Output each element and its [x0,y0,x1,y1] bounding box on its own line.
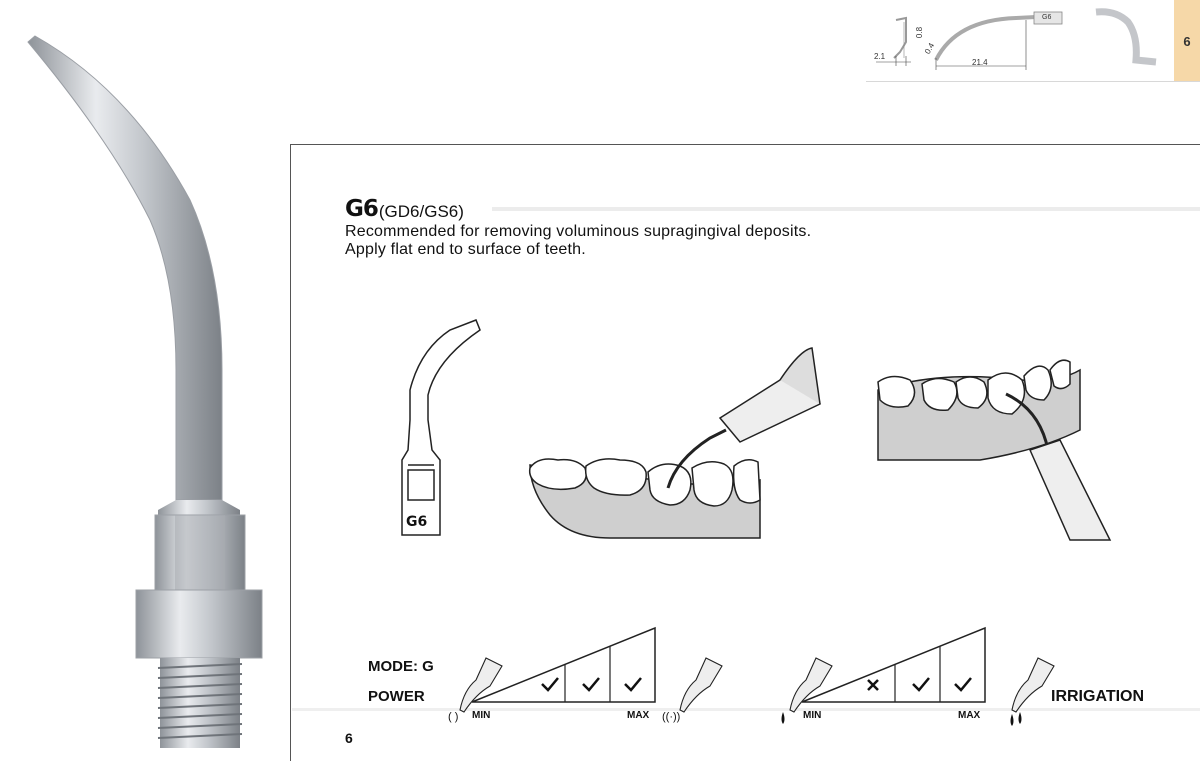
content-frame [290,144,1200,761]
tip-engraving: G6 [406,514,427,530]
dim-length: 21.4 [972,58,988,67]
check-icon [912,677,930,692]
usage-illustrations: G6 [401,319,1112,541]
page-number: 6 [345,730,353,746]
tip-drawing [401,319,481,536]
irrigation-min-label: MIN [803,710,822,721]
scaler-tip-photo [27,35,263,748]
description-line-1: Recommended for removing voluminous supr… [345,223,812,240]
handpiece-icon [789,657,1055,713]
power-label: POWER [368,688,425,705]
power-scale: ( ) ((·)) [448,626,723,723]
product-code: G6 [345,196,379,222]
irrigation-marks [867,677,972,692]
irrigation-scale [781,626,1055,726]
cross-icon [867,679,879,691]
check-icon [954,677,972,692]
vibration-high-icon: ((·)) [662,711,680,723]
spec-tip-label: G6 [1042,14,1052,21]
spec-divider [866,81,1200,82]
bottom-divider [292,708,1200,711]
upper-teeth-scaling-drawing [877,359,1112,541]
check-icon [624,677,642,692]
lower-teeth-scaling-drawing [528,347,821,539]
water-drop-icon [781,712,785,724]
check-icon [541,677,559,692]
spec-strip: 2.1 0.8 0.4 21.4 G6 6 [866,0,1200,82]
power-marks [541,677,642,692]
description-line-2: Apply flat end to surface of teeth. [345,241,586,258]
handpiece-icon [459,657,723,713]
check-icon [582,677,600,692]
dim-width: 2.1 [874,52,886,61]
dim-height: 0.8 [915,26,925,39]
settings-scales: ( ) ((·)) [448,626,1055,726]
irrigation-max-label: MAX [958,710,981,721]
product-title: G6 (GD6/GS6) [345,196,464,222]
mode-label: MODE: G [368,658,434,675]
water-drops-icon [1010,712,1022,726]
irrigation-label: IRRIGATION [1051,688,1145,705]
page-tab-number: 6 [1183,33,1191,49]
vibration-low-icon: ( ) [448,711,458,723]
product-alias: (GD6/GS6) [378,202,464,221]
power-min-label: MIN [472,710,491,721]
dimension-diagram [876,8,1157,70]
power-max-label: MAX [627,710,650,721]
title-divider [492,207,1200,211]
page-tab: 6 [1174,0,1200,82]
